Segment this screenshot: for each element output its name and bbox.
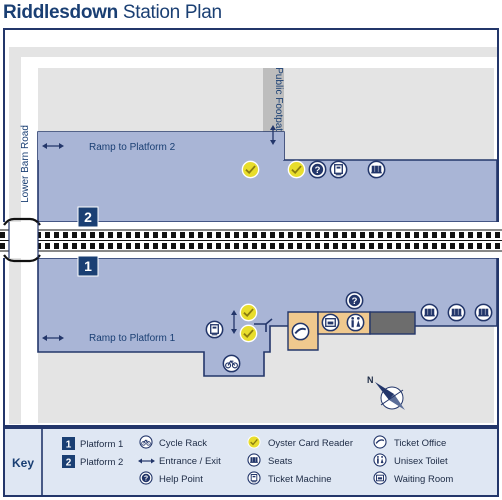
road-bridge — [9, 222, 38, 258]
platform-1-number: 1 — [84, 258, 92, 274]
key-ticket-office-icon — [373, 435, 387, 449]
key-platform-2-label: Platform 2 — [80, 457, 123, 468]
ramp-to-platform-2 — [38, 132, 284, 160]
key-seats-icon — [247, 453, 261, 467]
oyster-card-reader-icon — [241, 160, 260, 179]
oyster-card-reader-icon — [239, 324, 258, 343]
entrance-exit-arrow-icon — [270, 125, 276, 145]
platform-1 — [37, 257, 498, 377]
north-compass: N — [367, 375, 405, 410]
key-platform-1-label: Platform 1 — [80, 439, 123, 450]
key-cycle-rack-icon — [139, 435, 153, 449]
platform-2-badge: 2 — [77, 206, 99, 228]
key-unisex-toilet-icon — [373, 453, 387, 467]
help-point-icon — [308, 160, 327, 179]
closed-building — [369, 311, 416, 335]
title-suffix: Station Plan — [117, 2, 222, 23]
key-entrance-exit-arrow-icon — [138, 458, 155, 464]
key-unisex-toilet-label: Unisex Toilet — [394, 456, 448, 467]
entrance-exit-arrow-icon — [42, 335, 64, 341]
key-platform-2-badge — [62, 455, 75, 468]
key-ticket-machine-label: Ticket Machine — [268, 474, 332, 485]
key-ticket-office-label: Ticket Office — [394, 438, 446, 449]
oyster-card-reader-icon — [239, 303, 258, 322]
key-help-point-icon — [139, 471, 153, 485]
bridge-parapet-north — [3, 217, 41, 226]
seats-icon — [474, 303, 493, 322]
platform-1-badge: 1 — [77, 255, 99, 277]
seats-icon — [420, 303, 439, 322]
road-edge-top — [9, 47, 497, 57]
help-point-icon — [345, 291, 364, 310]
key-waiting-room-icon — [373, 471, 387, 485]
seats-icon — [367, 160, 386, 179]
key-oyster-card-reader-icon — [247, 435, 261, 449]
key-seats-label: Seats — [268, 456, 293, 467]
platform-arrow-marker — [254, 318, 273, 332]
cycle-rack-icon — [222, 354, 241, 373]
key-help-point-label: Help Point — [159, 474, 203, 485]
key-platform-1-badge — [62, 437, 75, 450]
ramp-2-label: Ramp to Platform 2 — [89, 142, 176, 153]
page-title: Riddlesdown Station Plan — [3, 2, 222, 24]
north-label: N — [367, 375, 374, 385]
key-ticket-machine-icon — [247, 471, 261, 485]
key-oyster-label: Oyster Card Reader — [268, 438, 353, 449]
entrance-exit-arrow-icon — [42, 143, 64, 149]
platform-2-number: 2 — [84, 209, 92, 225]
key-waiting-room-label: Waiting Room — [394, 474, 453, 485]
ticket-machine-icon — [205, 320, 224, 339]
unisex-toilet-icon — [346, 313, 365, 332]
oyster-card-reader-icon — [287, 160, 306, 179]
entrance-exit-arrow-icon — [231, 310, 237, 334]
ramp-1-label: Ramp to Platform 1 — [89, 333, 176, 344]
key-platform-1-glyph: 1 — [66, 440, 72, 451]
title-station-name: Riddlesdown — [3, 2, 118, 23]
waiting-room-icon — [321, 313, 340, 332]
road-label: Lower Barn Road — [20, 125, 31, 203]
station-map: ? Public Footpath Lower Barn Road Ramp t… — [0, 28, 502, 497]
public-footpath — [263, 68, 284, 132]
key-platform-2-glyph: 2 — [66, 458, 72, 469]
bridge-parapet-south — [3, 254, 41, 263]
key-entrance-exit-label: Entrance / Exit — [159, 456, 221, 467]
seats-icon — [447, 303, 466, 322]
ticket-machine-icon — [329, 160, 348, 179]
ticket-office-icon — [291, 322, 310, 341]
key-cycle-rack-label: Cycle Rack — [159, 438, 207, 449]
key-heading: Key — [12, 456, 34, 470]
footpath-label: Public Footpath — [273, 67, 284, 137]
